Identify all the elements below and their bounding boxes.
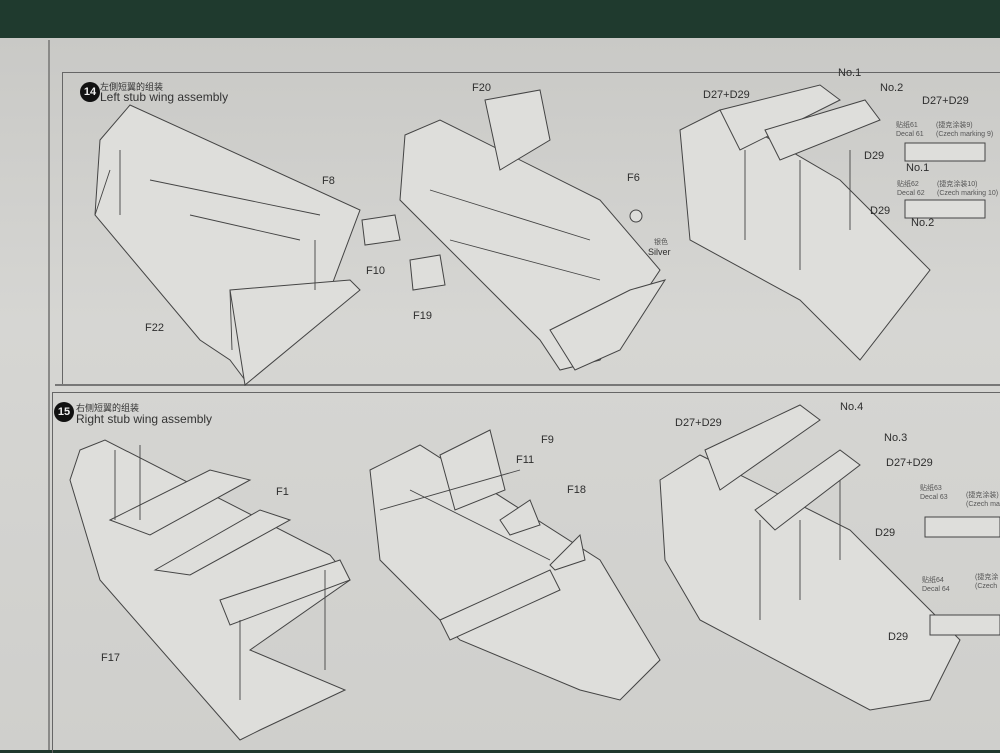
part-label: D27+D29	[922, 95, 969, 107]
part-label: F17	[101, 652, 120, 664]
left-wing-middle	[361, 89, 667, 371]
part-label: F10	[366, 265, 385, 277]
right-wing-decals	[659, 404, 1000, 711]
right-wing-exploded	[69, 439, 351, 741]
step-number-badge: 15	[54, 402, 74, 422]
callout: No.3	[884, 432, 908, 444]
paint-label: Silver	[648, 247, 671, 257]
marking-label: (捷克涂装9)(Czech marking 9)	[936, 122, 994, 138]
left-wing-decals	[629, 84, 986, 361]
marking-label: (捷克涂(Czech	[975, 574, 999, 590]
part-label: F18	[567, 484, 586, 496]
step-14-panel	[62, 72, 1000, 385]
part-label: F19	[413, 310, 432, 322]
callout: No.1	[906, 162, 930, 174]
right-wing-middle	[369, 429, 661, 701]
left-wing-exploded	[94, 104, 361, 386]
part-label: D29	[875, 527, 896, 539]
divider	[55, 384, 1000, 386]
callout: No.1	[838, 67, 862, 79]
step-title-cn: 右侧短翼的组装	[76, 403, 140, 413]
part-label: F6	[627, 172, 640, 184]
part-label: F8	[322, 175, 335, 187]
callout: No.4	[840, 401, 864, 413]
step-title: Right stub wing assembly	[76, 412, 213, 426]
marking-label: (捷克涂装)(Czech ma	[966, 492, 1000, 508]
part-label: D29	[888, 631, 909, 643]
part-label: F22	[145, 322, 164, 334]
page-edge	[48, 40, 50, 750]
step-number-badge: 14	[80, 82, 100, 102]
callout: No.2	[911, 217, 935, 229]
part-label: D27+D29	[675, 417, 722, 429]
part-label: D27+D29	[703, 89, 750, 101]
part-label: D29	[864, 150, 885, 162]
part-label: F1	[276, 486, 289, 498]
callout: No.2	[880, 82, 904, 94]
part-label: F11	[516, 454, 535, 466]
part-label: D27+D29	[886, 457, 933, 469]
paint-label-cn: 银色	[654, 239, 668, 246]
part-label: F9	[541, 434, 554, 446]
part-label: D29	[870, 205, 891, 217]
part-label: F20	[472, 82, 491, 94]
step-title-cn: 左側短翼的组装	[100, 82, 164, 92]
step-15-panel	[52, 392, 1000, 753]
marking-label: (捷克涂装10)(Czech marking 10)	[937, 181, 999, 197]
step-title: Left stub wing assembly	[100, 90, 229, 104]
